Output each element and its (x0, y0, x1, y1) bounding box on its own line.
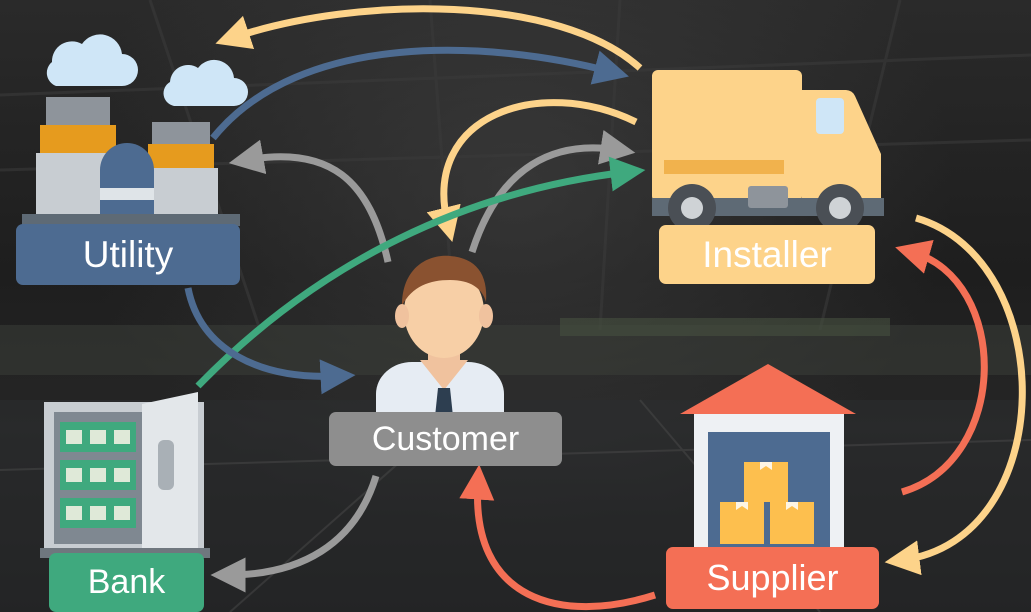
flow-installer-to-supplier (884, 214, 1026, 576)
flow-utility-to-customer (184, 287, 356, 395)
flow-installer-to-customer (426, 99, 638, 242)
flow-supplier-to-customer (459, 464, 657, 610)
bank-label: Bank (49, 553, 204, 612)
flow-bank-to-installer (195, 156, 646, 389)
person-icon (376, 255, 504, 432)
flow-installer-to-utility (215, 5, 643, 71)
power-plant-icon (22, 34, 248, 226)
installer-label: Installer (659, 225, 875, 284)
flow-customer-to-installer (468, 129, 636, 254)
flow-customer-to-utility (228, 139, 392, 263)
flow-customer-to-bank (210, 474, 380, 593)
utility-label: Utility (16, 224, 240, 285)
warehouse-icon (680, 364, 856, 548)
truck-icon (652, 70, 884, 232)
flow-supplier-to-installer (895, 240, 988, 496)
customer-label: Customer (329, 412, 562, 466)
flow-utility-to-installer (210, 46, 629, 141)
supplier-label: Supplier (666, 547, 879, 609)
vault-icon (40, 392, 210, 558)
